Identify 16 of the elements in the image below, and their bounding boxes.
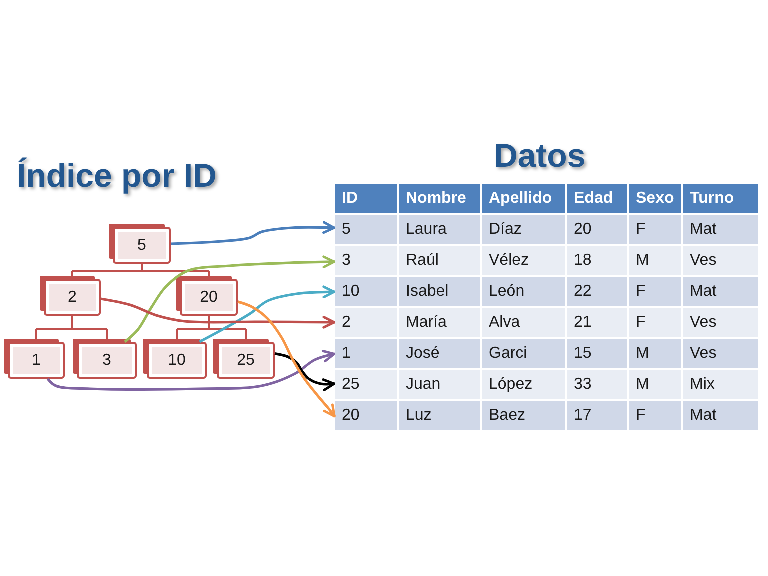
node-key: 3: [102, 352, 112, 370]
arrow: [124, 256, 336, 343]
node-key: 25: [237, 352, 255, 370]
node-key: 2: [68, 288, 77, 306]
node-key: 20: [200, 288, 218, 306]
section-title: Índice por ID: [17, 157, 217, 195]
node-key: 5: [138, 236, 146, 254]
arrow: [199, 286, 336, 344]
node-key: 10: [168, 352, 186, 370]
node-key: 1: [32, 352, 41, 370]
arrow: [46, 350, 336, 392]
arrow: [170, 221, 336, 246]
arrow: [274, 352, 336, 392]
section-title: Datos: [494, 137, 586, 175]
arrow: [100, 298, 336, 329]
arrow: [238, 300, 336, 418]
